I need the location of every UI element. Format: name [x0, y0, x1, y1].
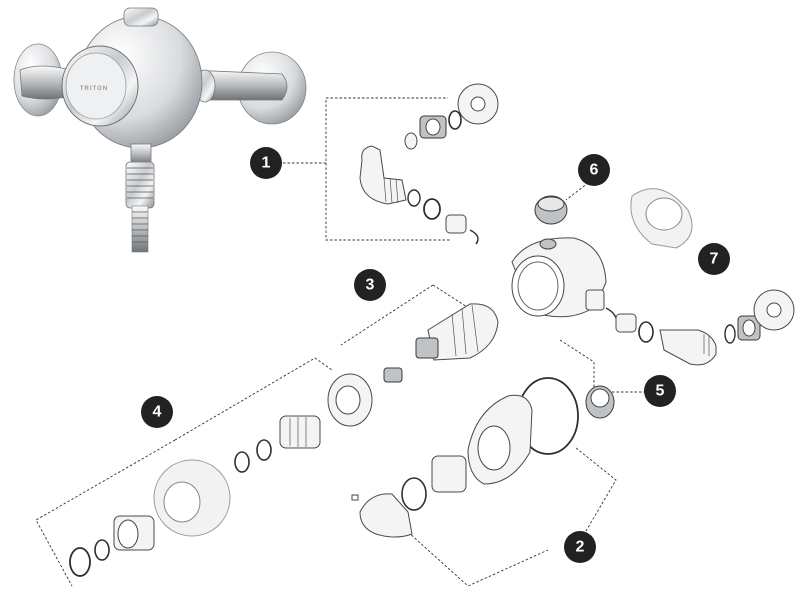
outlet-threads: [127, 167, 153, 199]
part-3-spindle: [415, 337, 439, 359]
right-seal-a: [638, 321, 654, 343]
part-4-seal-c: [94, 539, 110, 561]
callout-1: [250, 147, 282, 179]
part-4-seal-a: [256, 439, 272, 461]
part-group-1: 1: [250, 83, 499, 245]
callout-6: [578, 154, 610, 186]
shower-valve-assembly-photo: TRITON: [13, 7, 307, 253]
callout-4: [141, 396, 173, 428]
part-1-filter: [445, 214, 467, 234]
part-group-2: 2: [351, 377, 617, 587]
part-group-5: 5: [559, 339, 676, 419]
callout-1-label: 1: [262, 155, 271, 172]
part-2-lever: [359, 493, 413, 538]
callout-4-label: 4: [153, 404, 162, 421]
part-1-olive: [404, 132, 418, 150]
part-1-seal-b: [423, 198, 441, 220]
part-1-washer: [448, 110, 462, 130]
right-seal-b: [724, 324, 736, 344]
part-4-circlip: [69, 547, 91, 577]
part-group-3: 3: [340, 269, 499, 383]
hose-stub: [131, 205, 149, 253]
outlet-fitting: [125, 161, 155, 209]
part-3-pin: [383, 367, 403, 383]
callout-6-label: 6: [590, 162, 599, 179]
part-3-cartridge: [427, 303, 499, 361]
callout-3: [354, 269, 386, 301]
right-elbow: [659, 329, 717, 366]
part-group-7: 7: [630, 188, 730, 275]
callout-7: [698, 243, 730, 275]
right-filter: [615, 313, 637, 333]
part-1-circlip: [469, 229, 479, 245]
brand-logo: TRITON: [80, 86, 108, 92]
part-2-grub-screw: [351, 494, 359, 501]
valve-main-body: [511, 237, 607, 318]
part-group-6: 6: [534, 154, 610, 225]
top-boss: [123, 7, 159, 27]
callout-2-label: 2: [576, 539, 585, 556]
hose-ribs: [132, 211, 148, 243]
part-4-threaded-sleeve: [279, 415, 321, 449]
control-knob-face: [65, 52, 127, 120]
callout-5: [644, 375, 676, 407]
callout-5-label: 5: [656, 383, 665, 400]
part-group-4: 4: [35, 357, 373, 587]
part-2-sleeve: [431, 455, 467, 493]
part-1-seal-a: [407, 189, 421, 207]
part-1-elbow: [359, 145, 407, 205]
callout-2: [564, 531, 596, 563]
part-group-1-right: [605, 289, 795, 366]
callout-3-label: 3: [366, 277, 375, 294]
outlet-neck: [130, 143, 152, 165]
callout-7-label: 7: [710, 251, 719, 268]
part-4-seal-b: [234, 451, 250, 473]
part-2-seal: [401, 477, 427, 511]
